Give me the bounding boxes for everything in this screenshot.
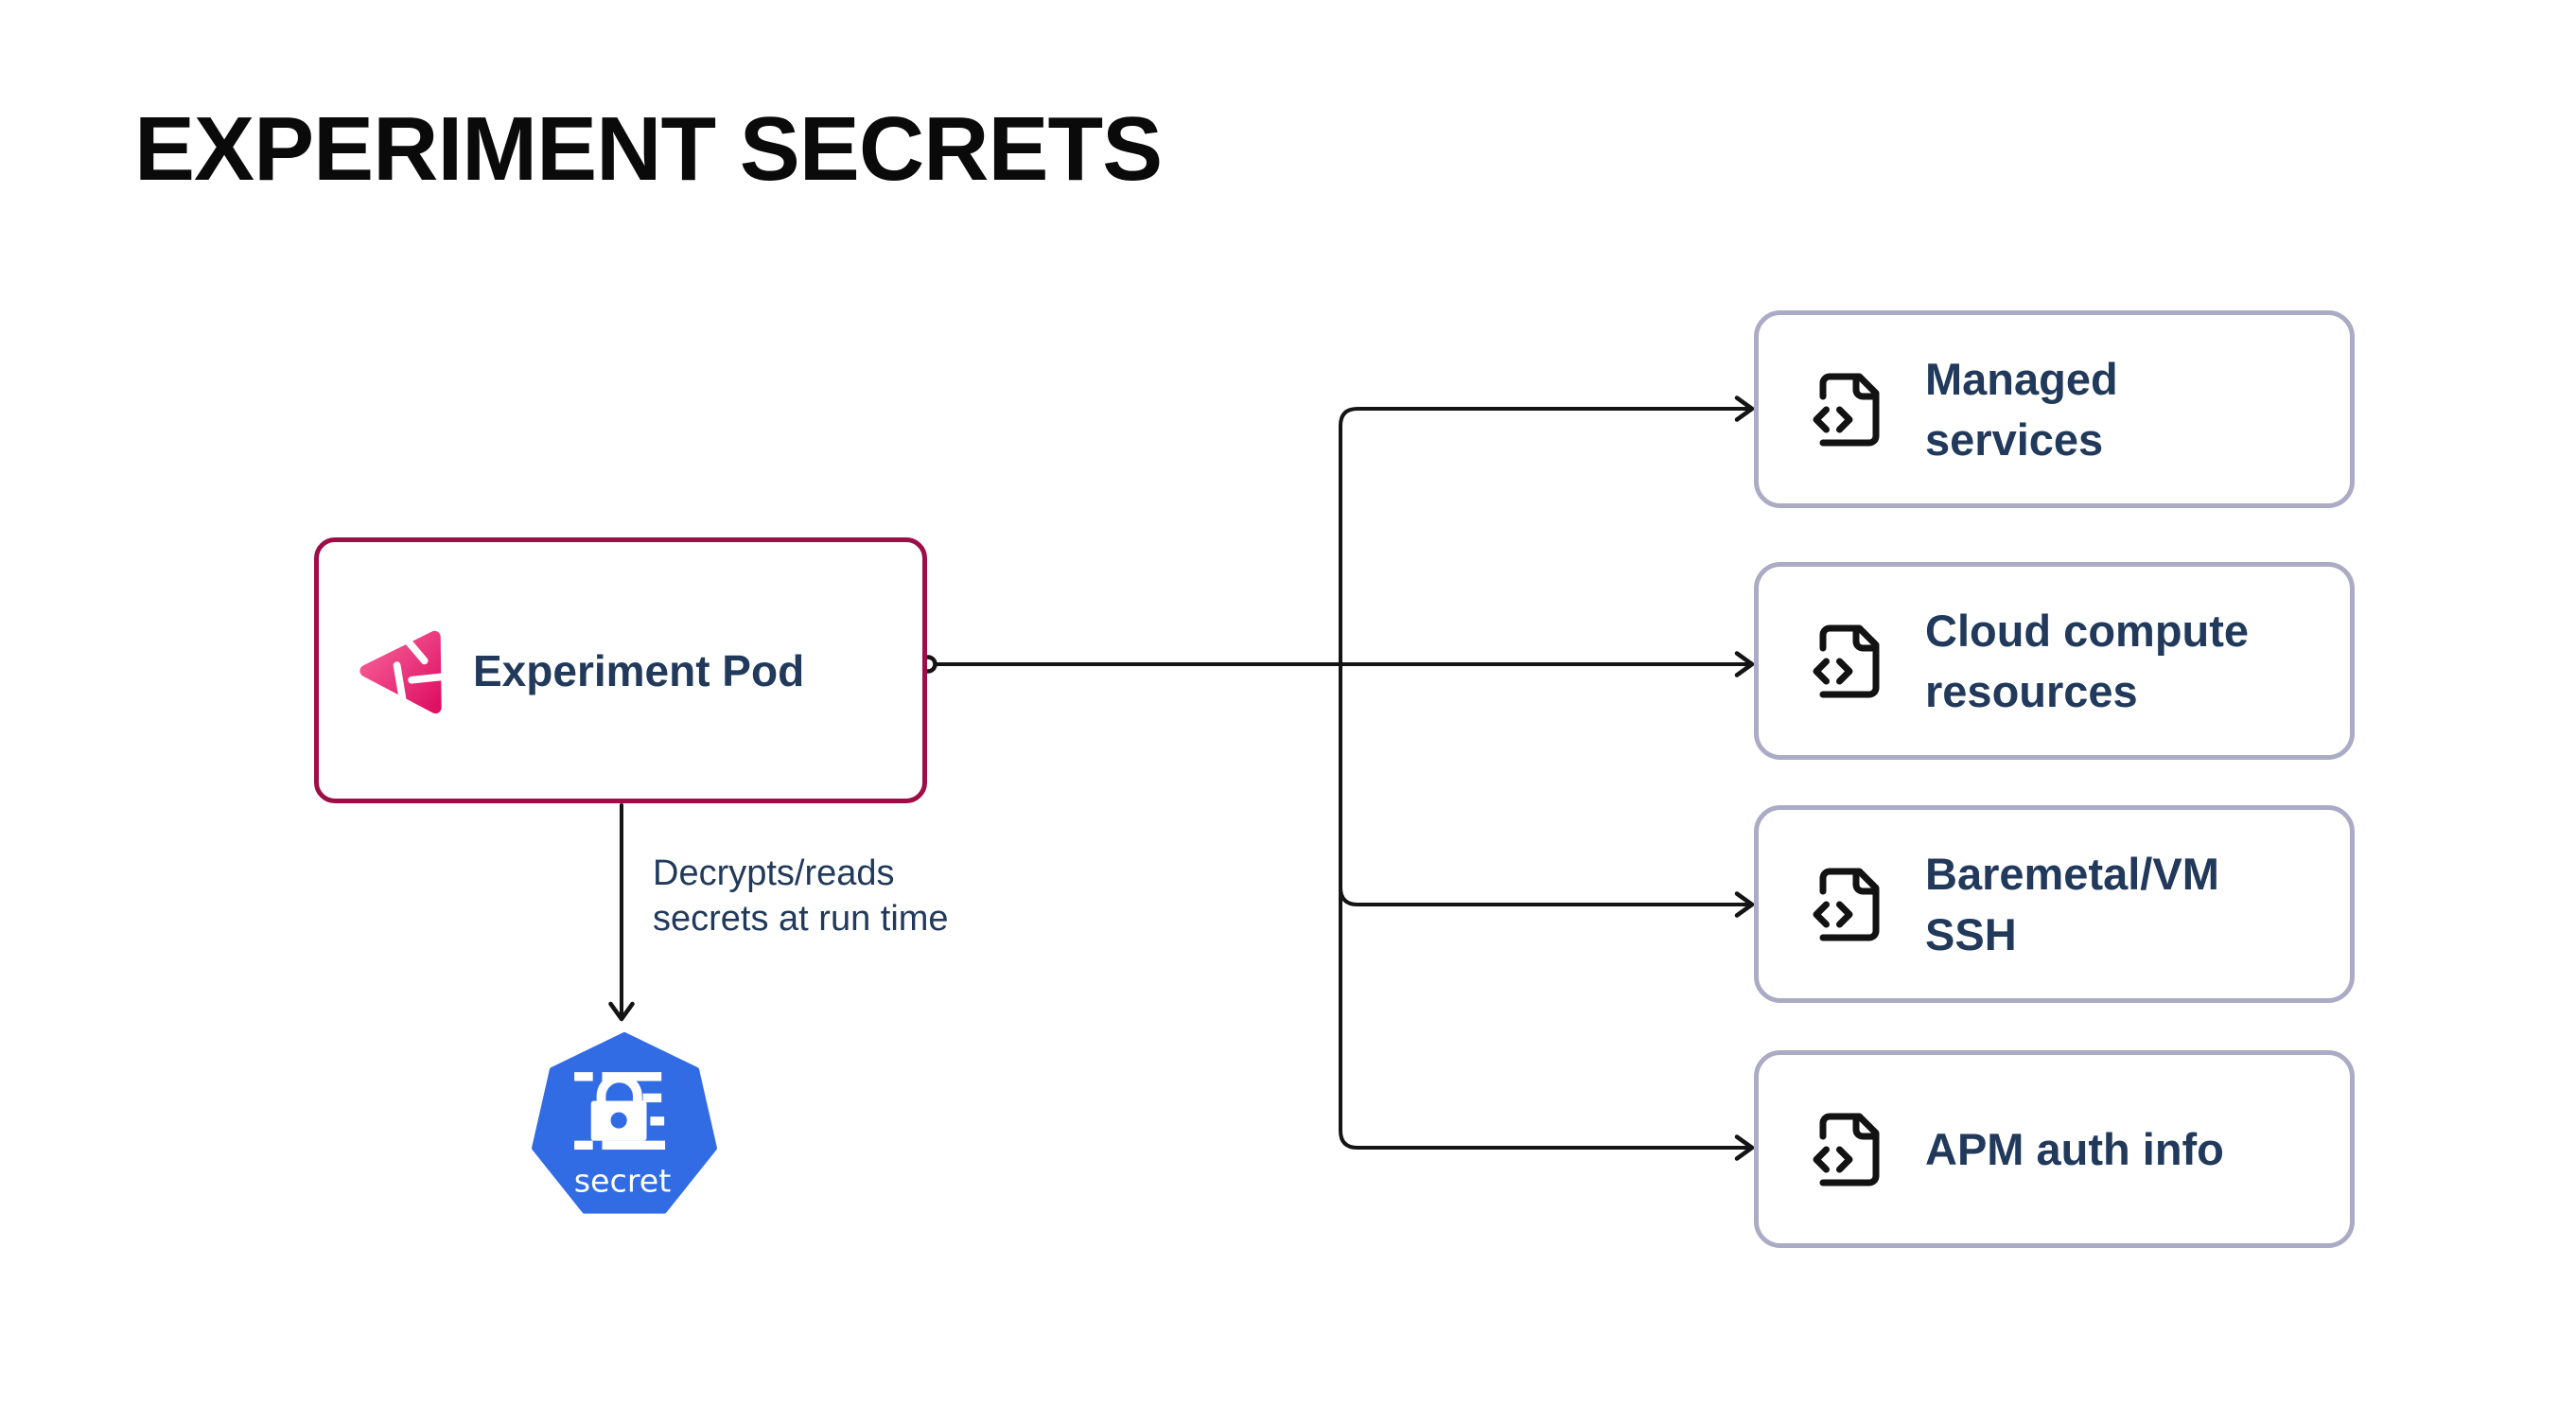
baremetal-vm-ssh-label: Baremetal/VM SSH	[1925, 848, 2219, 959]
file-code-icon	[1813, 1113, 1880, 1186]
edge-branch-baremetal	[1339, 886, 1750, 906]
apm-auth-info-label: APM auth info	[1925, 1123, 2224, 1174]
node-baremetal-vm-ssh: Baremetal/VM SSH	[1754, 805, 2355, 1003]
arrowhead-apm	[1734, 1134, 1755, 1161]
managed-services-label: Managed services	[1925, 353, 2118, 465]
page-title: EXPERIMENT SECRETS	[134, 98, 1163, 200]
file-code-icon	[1813, 624, 1880, 697]
node-apm-auth-info: APM auth info	[1754, 1050, 2355, 1248]
cloud-compute-label: Cloud compute resources	[1925, 605, 2250, 716]
arrowhead-baremetal	[1734, 891, 1755, 918]
arrowhead-cloud-compute	[1734, 651, 1755, 677]
file-code-icon	[1813, 868, 1880, 940]
file-code-icon	[1813, 373, 1880, 446]
experiment-pod-label: Experiment Pod	[473, 645, 805, 695]
node-cloud-compute: Cloud compute resources	[1754, 562, 2355, 760]
node-managed-services: Managed services	[1754, 310, 2355, 508]
litmuschaos-logo-icon	[359, 630, 447, 713]
kubernetes-secret-icon: secret	[532, 1032, 717, 1214]
arrowhead-managed-services	[1734, 395, 1755, 422]
edge-branch-spine	[1339, 407, 1750, 1150]
node-experiment-pod: Experiment Pod	[314, 537, 927, 803]
arrowhead-secret	[608, 1001, 635, 1022]
edge-label-decrypts: Decrypts/reads secrets at run time	[653, 853, 949, 940]
secret-label: secret	[574, 1162, 672, 1199]
lock-glyph	[574, 1072, 666, 1151]
